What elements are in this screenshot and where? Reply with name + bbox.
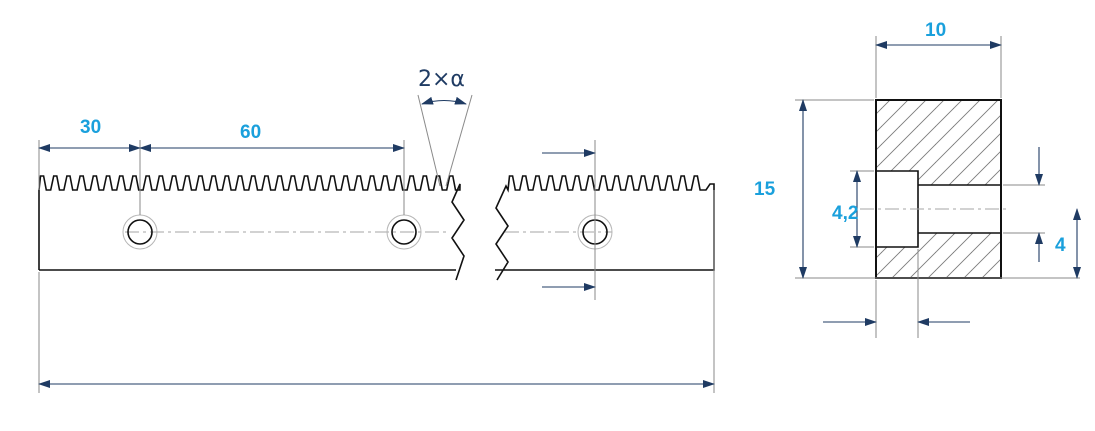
bore-outline bbox=[918, 184, 1001, 234]
extension-lines bbox=[38, 94, 715, 393]
section-dimension-lines bbox=[799, 41, 1081, 326]
rack-left-segment bbox=[38, 175, 465, 281]
dim-height-label: 15 bbox=[754, 179, 776, 200]
tooth-angle-label: 2×α bbox=[418, 67, 465, 92]
dim-width-label: 10 bbox=[925, 20, 946, 41]
dim-first-hole-label: 30 bbox=[80, 117, 101, 138]
rack-right-segment bbox=[495, 175, 715, 281]
dimension-lines bbox=[38, 96, 715, 388]
dim-bore-label: 4 bbox=[1055, 235, 1066, 256]
dim-arc-tooth-angle bbox=[421, 96, 467, 105]
dim-counterbore-label: 4,2 bbox=[832, 203, 858, 224]
mounting-hole bbox=[122, 214, 158, 250]
rack-view: 30 60 2×α bbox=[38, 67, 715, 393]
section-view: 10 15 4,2 4 bbox=[754, 20, 1081, 338]
dim-hole-pitch-label: 60 bbox=[240, 122, 261, 143]
